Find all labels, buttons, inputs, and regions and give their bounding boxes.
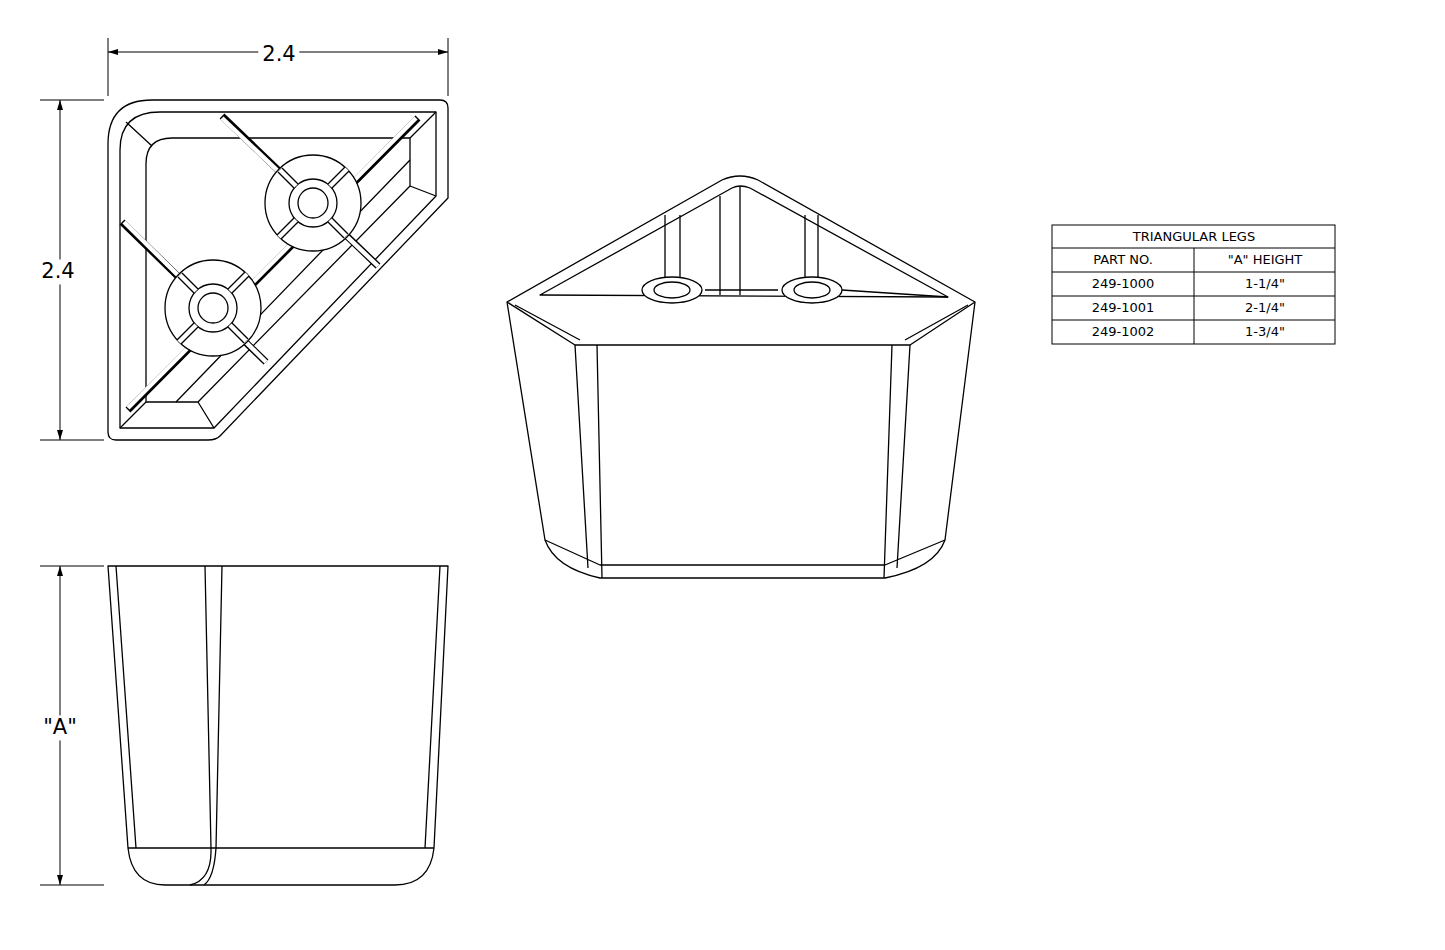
table-border xyxy=(1052,225,1335,344)
dimension-label: "A" xyxy=(39,715,81,740)
side-view xyxy=(108,566,448,885)
rib-stubs xyxy=(179,169,347,342)
dimension-label: 2.4 xyxy=(37,259,78,284)
rim xyxy=(515,305,968,340)
inner-rim xyxy=(540,186,948,297)
table-cell: "A" HEIGHT xyxy=(1228,253,1303,267)
dimension-lines xyxy=(40,38,448,885)
edge-lines xyxy=(116,566,440,848)
isometric-view xyxy=(507,176,975,578)
table-cell: 249-1002 xyxy=(1092,325,1155,339)
rim xyxy=(120,112,436,428)
outline xyxy=(507,176,975,578)
front-face-lines xyxy=(545,345,945,578)
table-cell: PART NO. xyxy=(1093,253,1153,267)
outline xyxy=(108,100,448,440)
table-cell: 1-1/4" xyxy=(1245,277,1285,291)
table-cell: TRIANGULAR LEGS xyxy=(1133,230,1255,244)
table-grid xyxy=(1052,248,1335,344)
top-view xyxy=(108,100,448,440)
bevel-lines xyxy=(120,112,436,428)
front-top-edge xyxy=(507,302,975,345)
cavity-floor xyxy=(146,138,410,402)
extension-line xyxy=(40,38,448,885)
dimension-label: 2.4 xyxy=(258,42,299,67)
table-cell: 249-1001 xyxy=(1092,301,1155,315)
corner-lines xyxy=(190,566,222,885)
bosses xyxy=(642,277,842,303)
parts-table xyxy=(1052,225,1335,344)
ribs xyxy=(122,116,418,410)
table-cell: 1-3/4" xyxy=(1245,325,1285,339)
table-cell: 2-1/4" xyxy=(1245,301,1285,315)
bosses xyxy=(165,155,361,356)
table-cell: 249-1000 xyxy=(1092,277,1155,291)
rib-stubs-fill xyxy=(179,169,347,342)
outline xyxy=(108,566,448,885)
